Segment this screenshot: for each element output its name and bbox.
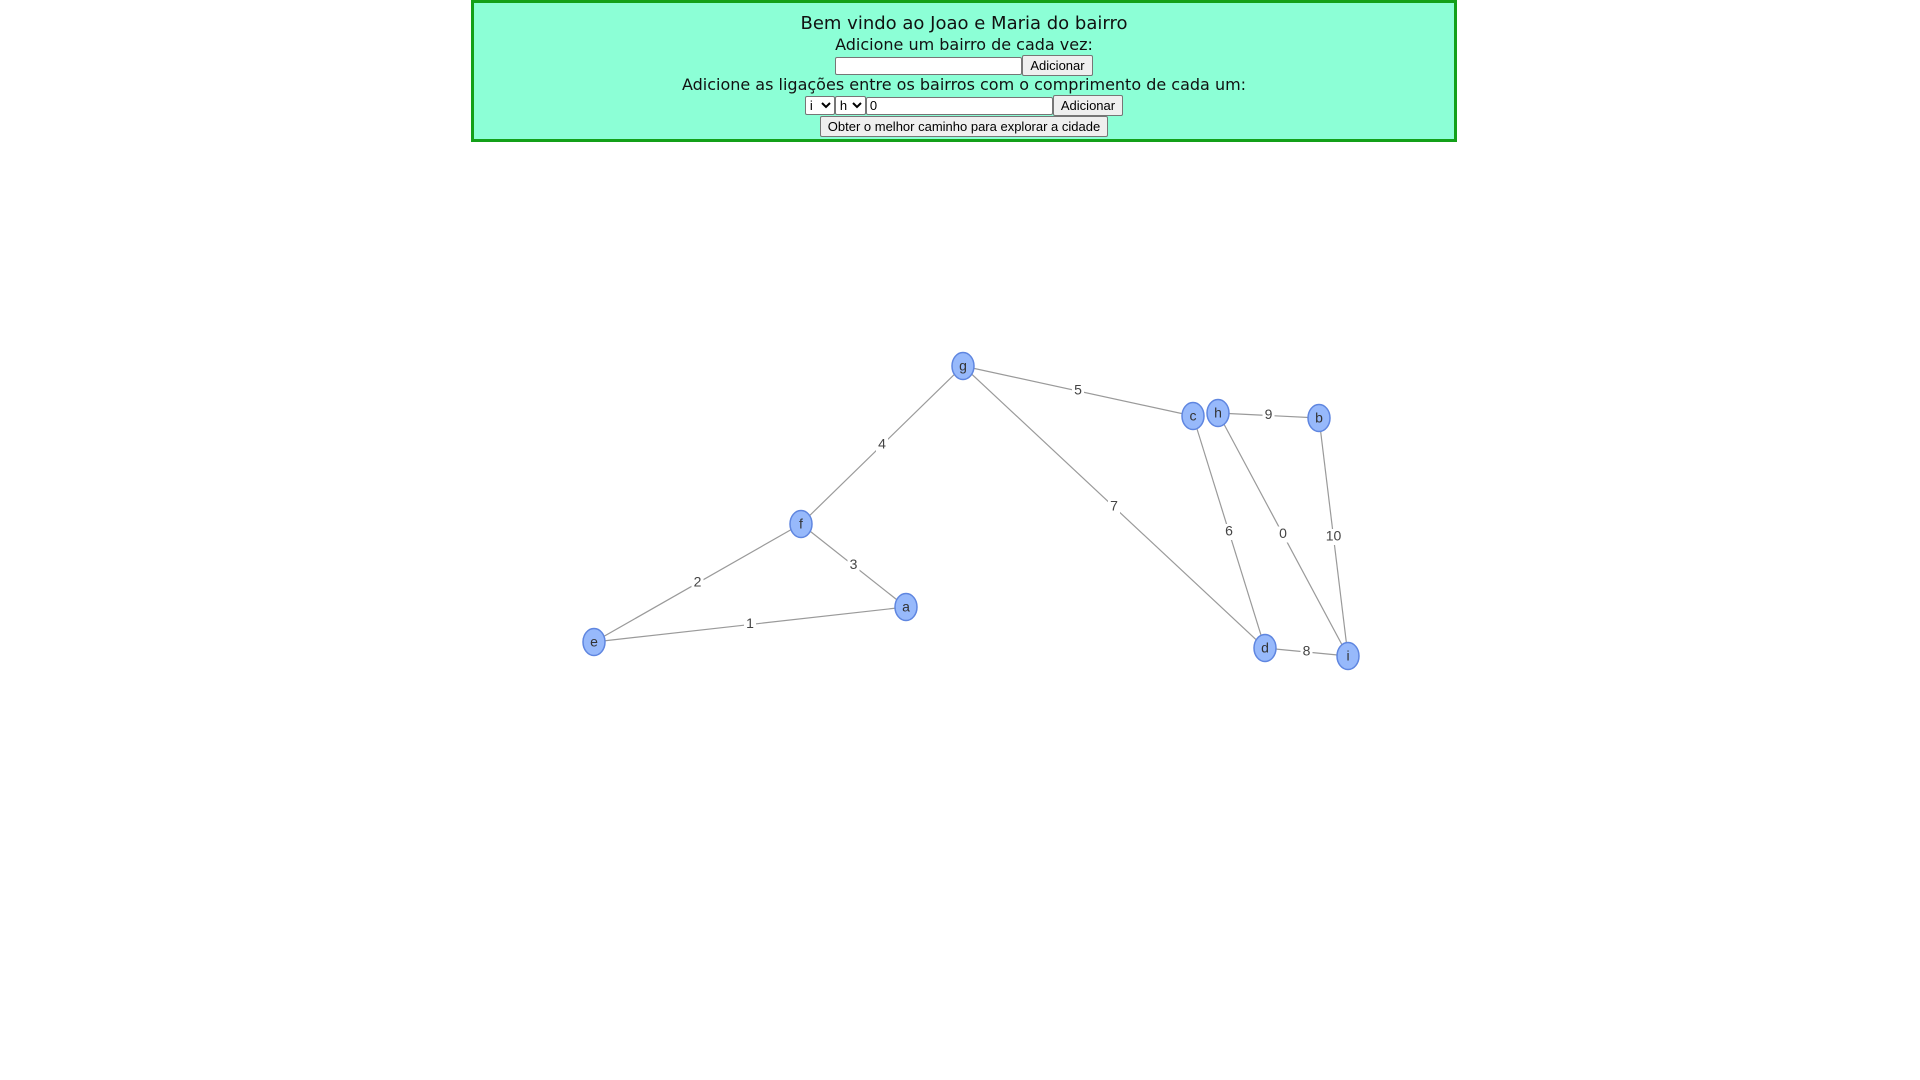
edge-label-background <box>1323 529 1344 545</box>
edge-h-b <box>1217 412 1320 419</box>
edge-f-a <box>800 523 907 608</box>
node-circle[interactable] <box>1307 403 1331 433</box>
edge-label-background <box>1262 407 1275 424</box>
edge-label-background <box>1072 383 1084 399</box>
node-label: f <box>799 516 803 532</box>
edge-length-label: 5 <box>1074 382 1082 398</box>
node-label: i <box>1346 648 1349 664</box>
edge-length-label: 10 <box>1326 528 1342 544</box>
header-panel: Bem vindo ao Joao e Maria do bairro Adic… <box>471 0 1457 142</box>
add-neighborhood-button[interactable]: Adicionar <box>1022 55 1093 76</box>
edge-length-label: 2 <box>694 574 702 590</box>
edge-e-a <box>593 606 907 643</box>
graph-node-e[interactable]: e <box>582 627 606 657</box>
node-label: c <box>1190 408 1197 424</box>
neighborhood-name-input[interactable] <box>835 56 1023 75</box>
from-neighborhood-select[interactable]: i <box>804 96 835 115</box>
edge-label-background <box>1108 499 1120 515</box>
edge-c-d <box>1192 415 1266 649</box>
edge-d-i <box>1264 647 1349 657</box>
edge-length-label: 3 <box>850 556 858 572</box>
page-title: Bem vindo ao Joao e Maria do bairro <box>800 13 1128 34</box>
edge-b-i <box>1318 417 1349 657</box>
edge-g-c <box>962 365 1194 417</box>
edge-f-g <box>800 365 964 525</box>
edge-length-label: 6 <box>1225 523 1233 539</box>
edge-length-label: 8 <box>1303 643 1311 659</box>
node-circle[interactable] <box>1253 633 1277 663</box>
node-circle[interactable] <box>894 592 918 622</box>
node-label: e <box>590 634 598 650</box>
graph-node-g[interactable]: g <box>951 351 975 381</box>
node-circle[interactable] <box>1181 401 1205 431</box>
node-label: h <box>1214 405 1222 421</box>
edge-label-background <box>744 616 756 633</box>
edge-length-label: 4 <box>878 436 886 452</box>
add-connection-button[interactable]: Adicionar <box>1052 95 1124 116</box>
edge-label-background <box>691 575 704 591</box>
graph-node-d[interactable]: d <box>1253 633 1277 663</box>
add-neighborhood-label: Adicione um bairro de cada vez: <box>835 35 1093 54</box>
graph-node-a[interactable]: a <box>894 592 918 622</box>
edge-length-label: 9 <box>1265 406 1273 422</box>
add-connection-label: Adicione as ligações entre os bairros co… <box>681 75 1247 94</box>
edge-length-label: 1 <box>746 615 754 631</box>
node-label: g <box>959 358 967 374</box>
graph-node-c[interactable]: c <box>1181 401 1205 431</box>
edge-label-background <box>847 557 860 574</box>
best-path-row: Obter o melhor caminho para explorar a c… <box>474 116 1454 137</box>
edge-label-background <box>1277 526 1289 543</box>
node-circle[interactable] <box>951 351 975 381</box>
to-neighborhood-select[interactable]: h <box>834 96 866 115</box>
graph-node-h[interactable]: h <box>1206 398 1230 428</box>
node-circle[interactable] <box>789 509 813 539</box>
node-label: b <box>1315 410 1323 426</box>
node-circle[interactable] <box>582 627 606 657</box>
add-connection-row: i h Adicionar <box>474 95 1454 116</box>
graph-node-i[interactable]: i <box>1336 641 1360 671</box>
best-path-button[interactable]: Obter o melhor caminho para explorar a c… <box>819 116 1109 137</box>
connection-length-input[interactable] <box>865 96 1053 115</box>
node-label: a <box>902 599 910 615</box>
edge-label-background <box>1300 644 1313 660</box>
node-circle[interactable] <box>1336 641 1360 671</box>
edge-length-label: 0 <box>1279 525 1287 541</box>
node-circle[interactable] <box>1206 398 1230 428</box>
edge-h-i <box>1217 412 1349 657</box>
edge-e-f <box>593 523 802 643</box>
edge-label-background <box>876 437 888 453</box>
edge-length-label: 7 <box>1110 498 1118 514</box>
graph-node-f[interactable]: f <box>789 509 813 539</box>
add-neighborhood-row: Adicionar <box>474 55 1454 76</box>
edge-label-background <box>1223 524 1235 540</box>
node-label: d <box>1261 640 1269 656</box>
graph-node-b[interactable]: b <box>1307 403 1331 433</box>
